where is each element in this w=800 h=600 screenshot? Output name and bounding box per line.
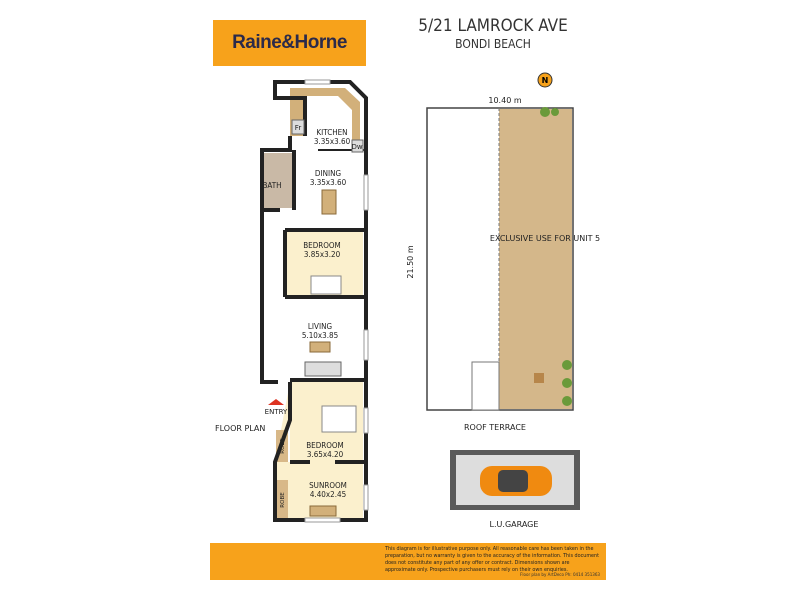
roof-terrace [426,107,574,411]
logo-text: Raine&Horne [232,32,347,53]
floor-plan-label: FLOOR PLAN [215,424,265,433]
terrace-width: 10.40 m [488,96,521,105]
north-arrow-icon: N [537,72,553,88]
garage-label: L.U.GARAGE [490,520,539,529]
garage [450,450,580,510]
svg-text:N: N [542,76,549,85]
credit-text: Floor plan by ArtDeco Ph: 0414 351363 [520,573,600,578]
brand-logo: Raine&Horne [213,20,366,66]
disclaimer-text: This diagram is for illustrative purpose… [385,546,600,573]
robe-label: ROBE [280,438,286,454]
footer-bar: This diagram is for illustrative purpose… [210,543,606,580]
windows [304,79,369,523]
fridge-label: Fr [295,124,302,132]
furniture [268,119,364,517]
robe-label: ROBE [280,492,286,508]
terrace-label: ROOF TERRACE [464,423,526,432]
address-title: 5/21 LAMROCK AVE [418,16,568,36]
suburb-subtitle: BONDI BEACH [455,37,531,51]
room-bath: BATH [262,181,282,190]
dishwasher-label: Dw [351,143,362,151]
terrace-note: EXCLUSIVE USE FOR UNIT 5 [490,234,600,243]
terrace-length: 21.50 m [406,245,415,278]
entry-label: ENTRY [265,408,288,416]
walls [260,80,368,522]
